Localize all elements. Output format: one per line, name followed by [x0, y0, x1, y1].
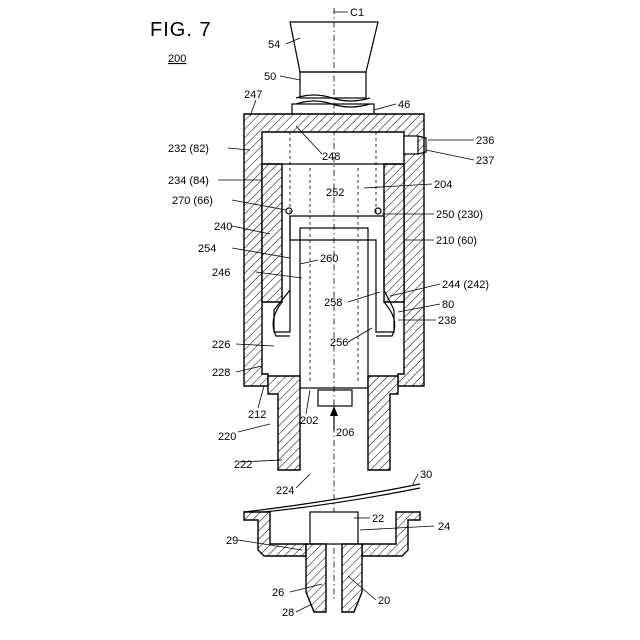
- label-204: 204: [434, 179, 452, 191]
- label-29: 29: [226, 535, 238, 547]
- label-24: 24: [438, 521, 450, 533]
- label-250: 250 (230): [436, 209, 483, 221]
- label-30: 30: [420, 469, 432, 481]
- label-237: 237: [476, 155, 494, 167]
- label-252: 252: [326, 187, 344, 199]
- label-226: 226: [212, 339, 230, 351]
- seal-270: [286, 208, 292, 214]
- label-232: 232 (82): [168, 143, 209, 155]
- label-247: 247: [244, 89, 262, 101]
- label-270: 270 (66): [172, 195, 213, 207]
- label-236: 236: [476, 135, 494, 147]
- label-244: 244 (242): [442, 279, 489, 291]
- label-54: 54: [268, 39, 280, 51]
- label-210: 210 (60): [436, 235, 477, 247]
- base-24: [244, 512, 420, 612]
- label-222: 222: [234, 459, 252, 471]
- label-202: 202: [300, 415, 318, 427]
- tip-206: [318, 390, 352, 406]
- film-30: [244, 484, 420, 512]
- label-258: 258: [324, 297, 342, 309]
- label-212: 212: [248, 409, 266, 421]
- plug-22: [310, 512, 358, 544]
- label-26: 26: [272, 587, 284, 599]
- label-20: 20: [378, 595, 390, 607]
- label-228: 228: [212, 367, 230, 379]
- label-248: 248: [322, 151, 340, 163]
- label-260: 260: [320, 253, 338, 265]
- label-246: 246: [212, 267, 230, 279]
- lower-tube: [268, 376, 398, 470]
- label-238: 238: [438, 315, 456, 327]
- figure-reference-number: 200: [168, 53, 186, 65]
- shaft-50: [300, 72, 366, 98]
- label-240: 240: [214, 221, 232, 233]
- label-50: 50: [264, 71, 276, 83]
- label-256: 256: [330, 337, 348, 349]
- figure-title: FIG. 7: [150, 19, 212, 41]
- label-224: 224: [276, 485, 294, 497]
- label-22: 22: [372, 513, 384, 525]
- axis-label-c1: C1: [350, 7, 364, 19]
- label-28: 28: [282, 607, 294, 619]
- label-80: 80: [442, 299, 454, 311]
- label-234: 234 (84): [168, 175, 209, 187]
- inner-sleeve: [262, 164, 404, 302]
- label-206: 206: [336, 427, 354, 439]
- label-254: 254: [198, 243, 216, 255]
- label-220: 220: [218, 431, 236, 443]
- port-236: [404, 136, 418, 154]
- label-46: 46: [398, 99, 410, 111]
